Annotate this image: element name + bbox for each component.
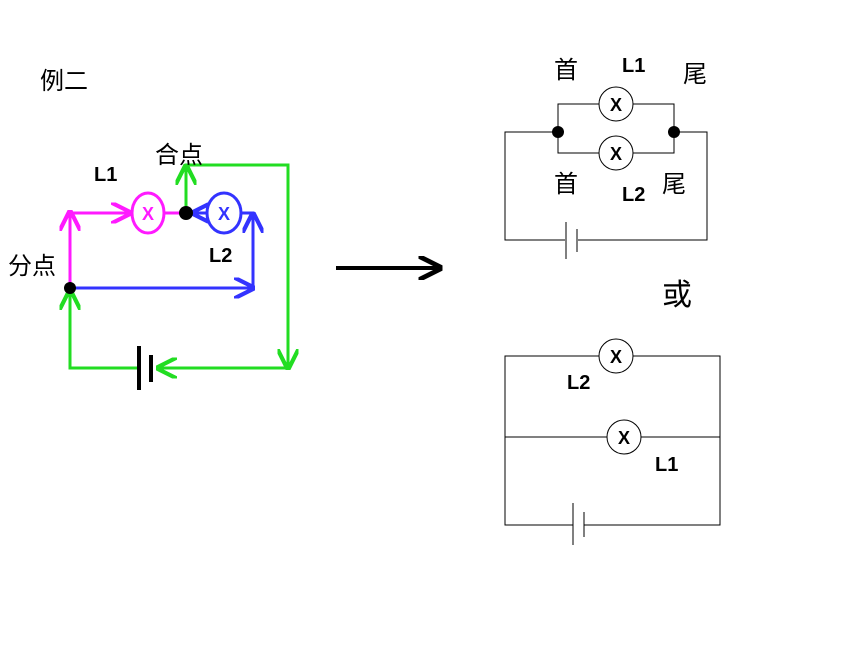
right-top-l2-label: L2 (622, 184, 645, 206)
right-top-lamp-l2: X (598, 135, 634, 171)
lamp-l2: X (205, 191, 243, 235)
right-bottom-lamp-l2-symbol: X (610, 347, 622, 367)
lamp-l1-symbol: X (142, 204, 154, 224)
left-circuit: X X 分点 合点 L1 L2 (8, 141, 288, 390)
right-bottom-lamp-l1-symbol: X (618, 428, 630, 448)
main-loop-wire (184, 163, 290, 368)
left-battery (137, 346, 153, 390)
right-top-lamp-l2-symbol: X (610, 144, 622, 164)
example-title: 例二 (40, 67, 88, 95)
head-bottom-label: 首 (554, 170, 578, 198)
right-bottom-l2-label: L2 (567, 372, 590, 394)
right-bottom-battery (572, 503, 585, 545)
or-label: 或 (662, 278, 692, 313)
split-point-label: 分点 (8, 252, 56, 280)
head-top-label: 首 (554, 56, 578, 84)
right-bottom-lamp-l1: X (606, 419, 642, 455)
tail-bottom-label: 尾 (662, 170, 686, 198)
join-point-node (179, 206, 193, 220)
lamp-l2-symbol: X (218, 204, 230, 224)
right-top-circuit: X X 首 L1 尾 首 L2 尾 (504, 55, 708, 259)
l1-branch-wire (68, 213, 130, 288)
right-top-battery (565, 222, 578, 259)
left-l1-label: L1 (94, 164, 117, 186)
right-bottom-circuit: X X L2 L1 (504, 338, 721, 545)
right-bottom-lamp-l2: X (598, 338, 634, 374)
right-top-tail-node (668, 126, 680, 138)
left-l2-label: L2 (209, 245, 232, 267)
join-point-label: 合点 (155, 141, 203, 169)
split-point-node (64, 282, 76, 294)
tail-top-label: 尾 (683, 60, 707, 88)
right-top-lamp-l1-symbol: X (610, 95, 622, 115)
right-top-head-node (552, 126, 564, 138)
lamp-l1: X (130, 191, 166, 235)
right-top-lamp-l1: X (598, 86, 634, 122)
right-top-l1-label: L1 (622, 55, 645, 77)
right-bottom-l1-label: L1 (655, 454, 678, 476)
